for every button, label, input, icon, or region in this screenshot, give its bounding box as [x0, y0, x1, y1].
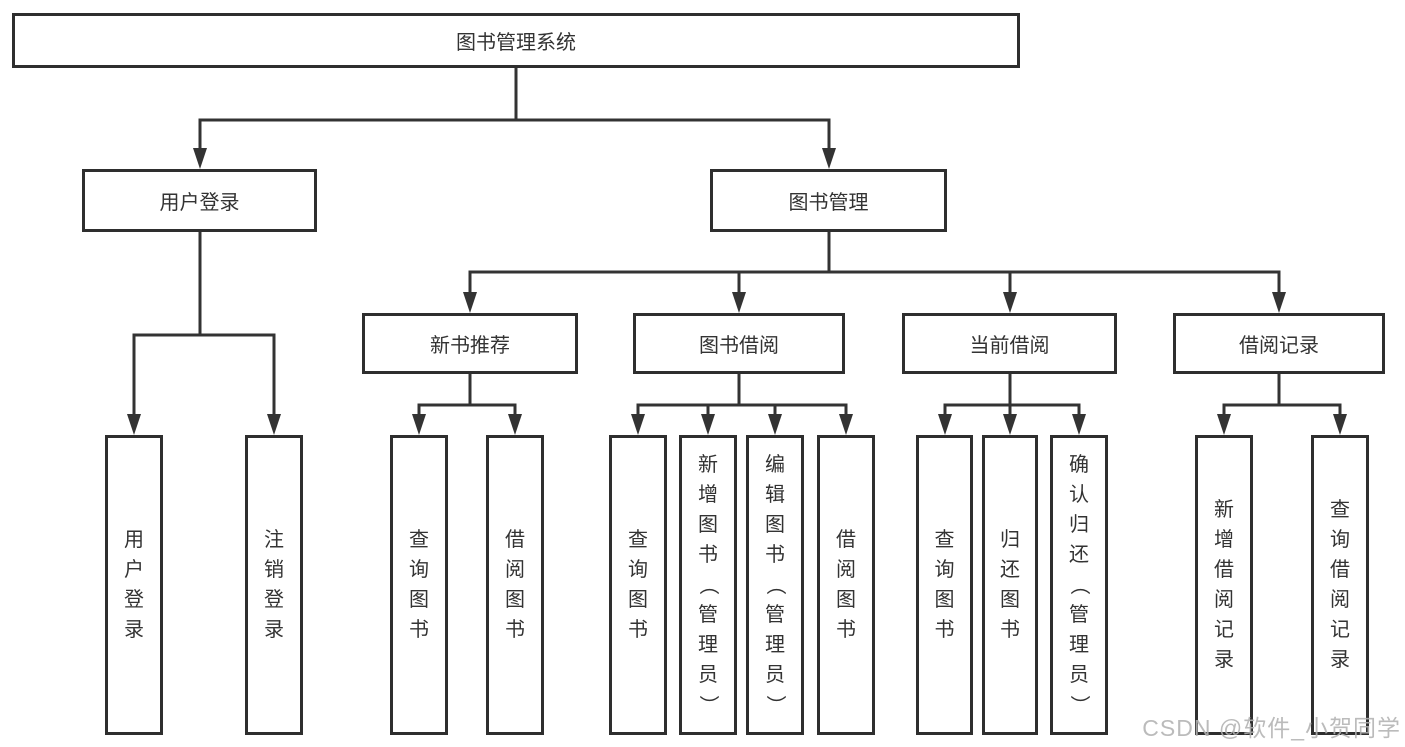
node-label: 新书推荐: [430, 335, 510, 357]
node-label: 新增图书（管理员）: [697, 454, 719, 715]
node-label: 查询图书: [934, 529, 955, 641]
leaf-user-login: 用户登录: [105, 435, 163, 735]
node-label: 图书借阅: [699, 335, 779, 357]
node-user-login: 用户登录: [82, 169, 317, 232]
node-label: 编辑图书（管理员）: [764, 454, 786, 715]
node-label: 归还图书: [1000, 529, 1020, 641]
node-book-management: 图书管理: [710, 169, 947, 232]
leaf-recommend-borrow-books: 借阅图书: [486, 435, 544, 735]
leaf-add-books-admin: 新增图书（管理员）: [679, 435, 737, 735]
leaf-borrowing-query-books: 查询图书: [609, 435, 667, 735]
node-label: 借阅记录: [1239, 335, 1319, 357]
node-book-borrowing: 图书借阅: [633, 313, 845, 374]
node-label: 查询图书: [409, 529, 429, 641]
node-label: 图书管理系统: [456, 32, 576, 54]
node-label: 确认归还（管理员）: [1068, 454, 1090, 715]
node-label: 注销登录: [264, 529, 284, 641]
node-current-borrowing: 当前借阅: [902, 313, 1117, 374]
leaf-logout: 注销登录: [245, 435, 303, 735]
node-label: 借阅图书: [836, 529, 856, 641]
node-label: 图书管理: [788, 192, 869, 214]
node-library-management-system: 图书管理系统: [12, 13, 1020, 68]
leaf-add-borrow-record: 新增借阅记录: [1195, 435, 1253, 735]
leaf-current-query-books: 查询图书: [916, 435, 973, 735]
leaf-recommend-query-books: 查询图书: [390, 435, 448, 735]
leaf-query-borrow-record: 查询借阅记录: [1311, 435, 1369, 735]
node-label: 借阅图书: [505, 529, 525, 641]
node-label: 用户登录: [159, 192, 240, 214]
node-label: 查询图书: [628, 529, 648, 641]
node-label: 查询借阅记录: [1330, 499, 1350, 671]
node-label: 新增借阅记录: [1214, 499, 1234, 671]
node-label: 当前借阅: [969, 335, 1050, 357]
node-label: 用户登录: [124, 529, 144, 641]
node-new-book-recommendation: 新书推荐: [362, 313, 578, 374]
csdn-watermark: CSDN @软件_小贺同学: [1142, 715, 1401, 741]
leaf-return-books: 归还图书: [982, 435, 1038, 735]
leaf-confirm-return-admin: 确认归还（管理员）: [1050, 435, 1108, 735]
node-borrowing-records: 借阅记录: [1173, 313, 1385, 374]
leaf-borrowing-borrow-books: 借阅图书: [817, 435, 875, 735]
leaf-edit-books-admin: 编辑图书（管理员）: [746, 435, 804, 735]
